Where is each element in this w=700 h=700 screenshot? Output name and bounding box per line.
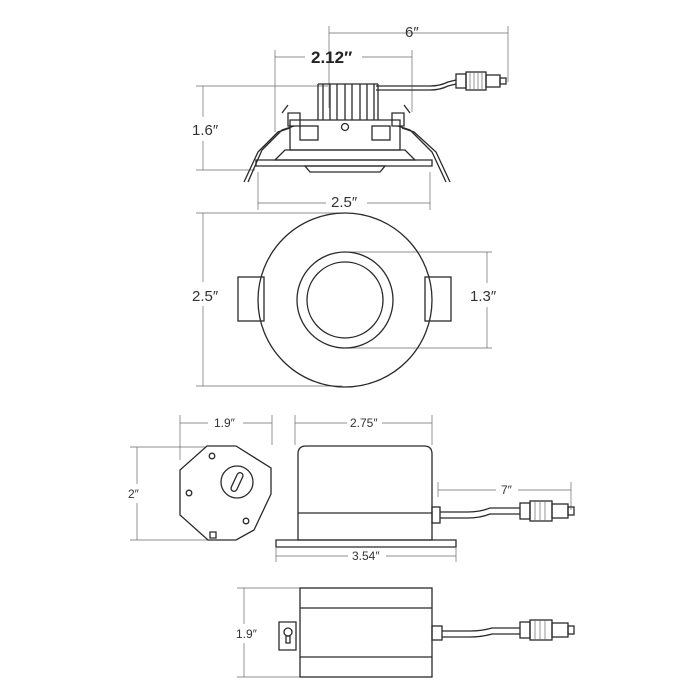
side-cable — [376, 71, 507, 91]
dim-driver-base: 3.54″ — [275, 548, 457, 563]
jbox-view: 1.9″ 2″ — [128, 415, 273, 541]
jbox-hole-bottom — [242, 517, 250, 525]
dim-aperture: 1.3″ — [346, 251, 497, 349]
label-jbox-width: 1.9″ — [214, 416, 236, 430]
driver-front-body — [299, 587, 433, 678]
label-overall-width: 6″ — [405, 24, 419, 41]
label-cable-length: 7″ — [501, 483, 513, 497]
driver-base — [275, 539, 457, 548]
driver-side-view: 2.75″ 7″ 3.54″ — [275, 415, 575, 563]
jbox-knockout — [220, 465, 254, 499]
driver-plug-c — [551, 503, 569, 519]
driver-front-view: 1.9″ — [236, 587, 575, 678]
driver-front-grommet — [431, 625, 443, 641]
label-body-width: 2.12″ — [311, 48, 352, 67]
jbox-slot — [230, 472, 244, 492]
dim-flange-width: 2.5″ — [257, 172, 431, 211]
label-front-height: 2.5″ — [192, 288, 219, 305]
dim-driver-top: 2.75″ — [294, 415, 433, 445]
dim-front-height: 2.5″ — [192, 212, 342, 387]
front-tab-left — [237, 276, 265, 322]
dim-jbox-height: 2″ — [128, 446, 220, 541]
label-driver-top: 2.75″ — [350, 416, 378, 430]
driver-front-cable — [442, 627, 520, 632]
driver-plug-b — [529, 500, 553, 522]
driver-plug-a — [519, 502, 531, 520]
dim-overall-width: 6″ — [328, 24, 509, 108]
keyhole-icon — [283, 627, 293, 637]
front-ring-inner — [306, 261, 384, 339]
front-tab-right — [424, 276, 452, 322]
dim-driver-height: 1.9″ — [236, 587, 300, 678]
jbox-hole-left — [185, 489, 193, 497]
dim-jbox-width: 1.9″ — [179, 415, 273, 460]
label-driver-base: 3.54″ — [352, 549, 380, 563]
front-ring-outer — [296, 251, 394, 349]
jbox-tab — [209, 531, 217, 539]
label-aperture: 1.3″ — [470, 288, 497, 305]
jbox-hole-top — [208, 452, 216, 460]
dim-cable-length: 7″ — [437, 482, 572, 510]
jbox-outline — [179, 445, 272, 541]
driver-cable — [440, 507, 520, 513]
side-housing — [255, 119, 433, 173]
front-flange — [257, 212, 433, 388]
heat-sink — [317, 83, 379, 120]
label-driver-height: 1.9″ — [236, 627, 258, 641]
driver-mount-tab — [278, 621, 297, 651]
driver-grommet — [431, 506, 441, 524]
driver-front-plug — [529, 619, 553, 641]
label-jbox-height: 2″ — [128, 487, 140, 501]
side-view: 6″ 2.12″ 1.6″ 2.5″ — [192, 24, 509, 211]
label-flange-width: 2.5″ — [331, 194, 358, 211]
dim-body-width: 2.12″ — [274, 48, 413, 132]
front-view: 2.5″ 1.3″ — [192, 212, 497, 388]
dim-height: 1.6″ — [192, 85, 328, 171]
side-springs — [243, 104, 451, 183]
driver-body — [297, 445, 433, 541]
label-height: 1.6″ — [192, 122, 219, 139]
